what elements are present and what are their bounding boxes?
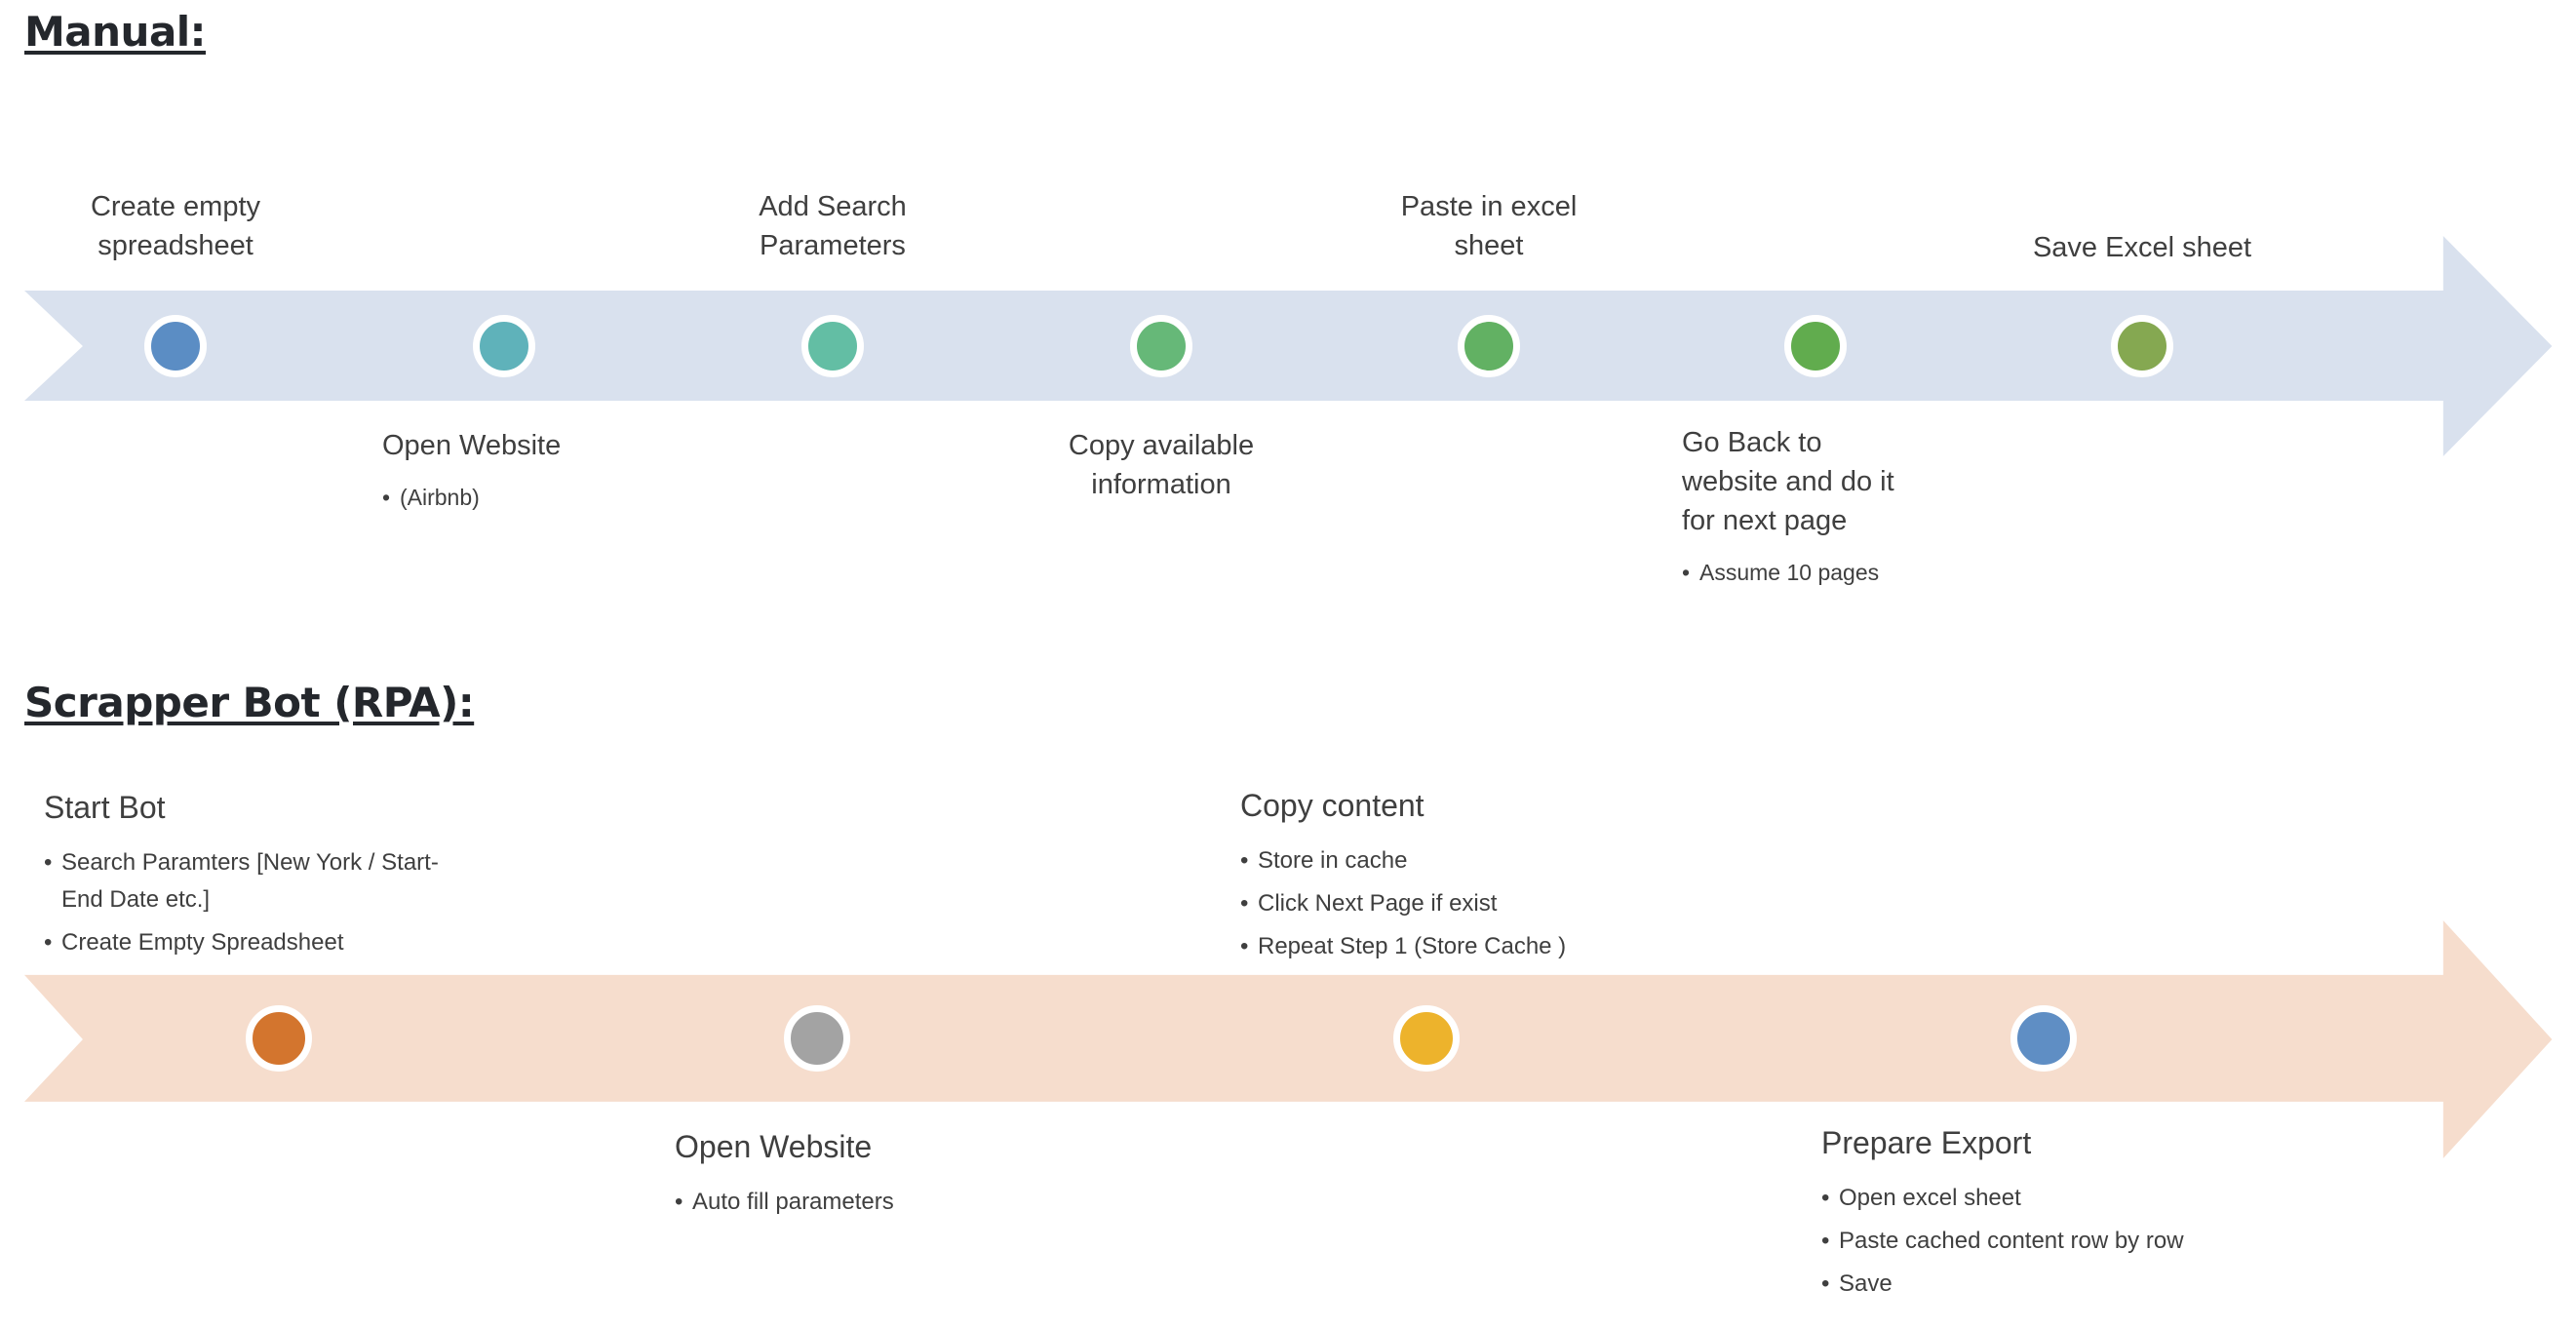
manual-step-go-back: Go Back to website and do it for next pa… <box>1682 423 2033 597</box>
step-title: Copy available information <box>1068 430 1255 500</box>
rpa-step-prepare-export: Prepare Export Open excel sheet Paste ca… <box>1821 1121 2367 1308</box>
step-title: Go Back to website and do it for next pa… <box>1682 427 1894 536</box>
rpa-dot-4 <box>2010 1005 2077 1072</box>
manual-dot-1 <box>144 315 207 377</box>
step-bullet: Repeat Step 1 (Store Cache ) <box>1240 928 1747 965</box>
manual-step-add-search-parameters: Add Search Parameters <box>618 187 1047 265</box>
step-title: Add Search Parameters <box>759 191 907 261</box>
manual-timeline-arrow <box>24 236 2553 456</box>
step-bullet-list: (Airbnb) <box>382 479 792 516</box>
manual-step-open-website: Open Website (Airbnb) <box>382 426 792 522</box>
manual-step-save-excel: Save Excel sheet <box>1928 228 2357 267</box>
step-title: Save Excel sheet <box>2032 232 2252 263</box>
rpa-dot-1 <box>246 1005 312 1072</box>
step-bullet: Open excel sheet <box>1821 1180 2367 1217</box>
step-bullet-list: Store in cache Click Next Page if exist … <box>1240 842 1747 965</box>
step-bullet: Store in cache <box>1240 842 1747 879</box>
step-bullet-list: Search Paramters [New York / Start- End … <box>44 844 531 961</box>
rpa-section-heading: Scrapper Bot (RPA): <box>24 679 475 726</box>
step-bullet: Search Paramters [New York / Start- End … <box>44 844 531 918</box>
manual-step-create-spreadsheet: Create empty spreadsheet <box>0 187 390 265</box>
manual-dot-7 <box>2111 315 2173 377</box>
manual-dot-5 <box>1458 315 1520 377</box>
step-title: Open Website <box>382 430 562 461</box>
step-bullet-list: Auto fill parameters <box>675 1184 1123 1221</box>
step-bullet: Click Next Page if exist <box>1240 885 1747 922</box>
step-title: Prepare Export <box>1821 1125 2032 1160</box>
step-bullet: (Airbnb) <box>382 479 792 516</box>
rpa-dot-3 <box>1393 1005 1460 1072</box>
step-bullet: Create Empty Spreadsheet <box>44 924 531 961</box>
step-bullet: Assume 10 pages <box>1682 554 2033 591</box>
manual-step-copy-information: Copy available information <box>1015 426 1308 504</box>
manual-dot-6 <box>1784 315 1847 377</box>
rpa-step-start-bot: Start Bot Search Paramters [New York / S… <box>44 786 531 967</box>
manual-dot-2 <box>473 315 535 377</box>
step-title: Paste in excel sheet <box>1400 191 1578 261</box>
rpa-step-copy-content: Copy content Store in cache Click Next P… <box>1240 784 1747 971</box>
step-bullet-list: Open excel sheet Paste cached content ro… <box>1821 1180 2367 1303</box>
manual-step-paste-in-excel: Paste in excel sheet <box>1274 187 1703 265</box>
rpa-dot-2 <box>784 1005 850 1072</box>
step-bullet: Paste cached content row by row <box>1821 1223 2367 1260</box>
step-title: Copy content <box>1240 788 1425 823</box>
step-bullet: Auto fill parameters <box>675 1184 1123 1221</box>
step-title: Open Website <box>675 1129 873 1164</box>
manual-dot-3 <box>801 315 864 377</box>
step-title: Create empty spreadsheet <box>90 191 261 261</box>
rpa-step-open-website: Open Website Auto fill parameters <box>675 1125 1123 1227</box>
step-title: Start Bot <box>44 790 166 825</box>
step-bullet-list: Assume 10 pages <box>1682 554 2033 591</box>
manual-section-heading: Manual: <box>24 8 206 56</box>
step-bullet: Save <box>1821 1266 2367 1303</box>
manual-dot-4 <box>1130 315 1192 377</box>
